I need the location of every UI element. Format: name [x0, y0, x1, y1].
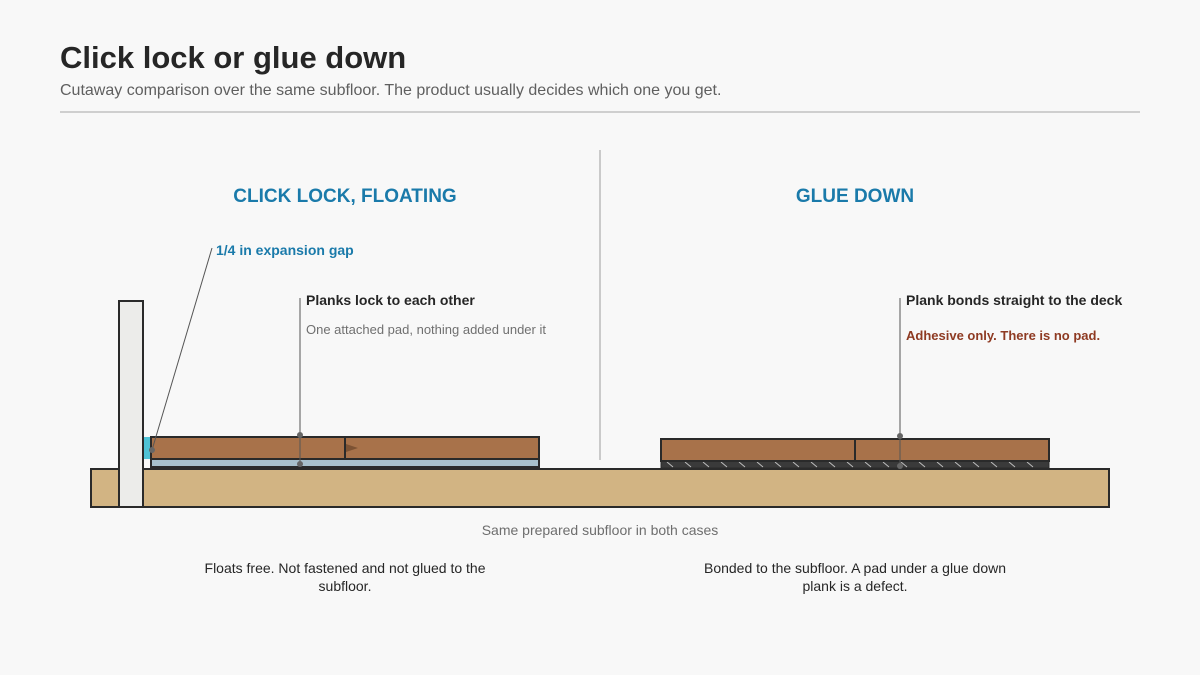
page-title: Click lock or glue down — [60, 40, 407, 75]
subfloor — [90, 468, 1110, 508]
lock-leader-dot-top — [297, 432, 303, 438]
bond-leader-dot-top — [897, 433, 903, 439]
glue-plank-1 — [660, 438, 856, 462]
glue-plank-2 — [854, 438, 1050, 462]
gap-leader-dot — [149, 447, 155, 453]
left-bottom-note: Floats free. Not fastened and not glued … — [204, 560, 486, 594]
header-divider — [60, 111, 1140, 113]
right-bottom-note: Bonded to the subfloor. A pad under a gl… — [703, 560, 1007, 594]
attached-pad — [150, 458, 540, 468]
right-heading: GLUE DOWN — [795, 186, 915, 207]
attached-pad-note: One attached pad, nothing added under it — [306, 322, 546, 337]
click-plank-2 — [344, 436, 540, 460]
expansion-gap — [144, 437, 151, 459]
adhesive-trowel-marks — [666, 461, 1034, 468]
click-plank-1 — [150, 436, 346, 460]
plank-bonds-label: Plank bonds straight to the deck — [906, 292, 1123, 308]
wall — [118, 300, 144, 508]
page-subtitle: Cutaway comparison over the same subfloo… — [60, 82, 722, 99]
gap-leader-line — [151, 247, 213, 451]
expansion-gap-label: 1/4 in expansion gap — [216, 242, 354, 258]
click-lock-tongue — [346, 444, 358, 452]
adhesive-only-note: Adhesive only. There is no pad. — [906, 328, 1101, 343]
planks-lock-label: Planks lock to each other — [306, 292, 475, 308]
lock-leader-dot-bottom — [297, 461, 303, 467]
center-divider — [599, 150, 601, 460]
adhesive-layer — [660, 460, 1050, 469]
left-heading: CLICK LOCK, FLOATING — [233, 186, 457, 207]
bond-leader-dot-bottom — [897, 463, 903, 469]
subfloor-caption: Same prepared subfloor in both cases — [481, 522, 719, 538]
